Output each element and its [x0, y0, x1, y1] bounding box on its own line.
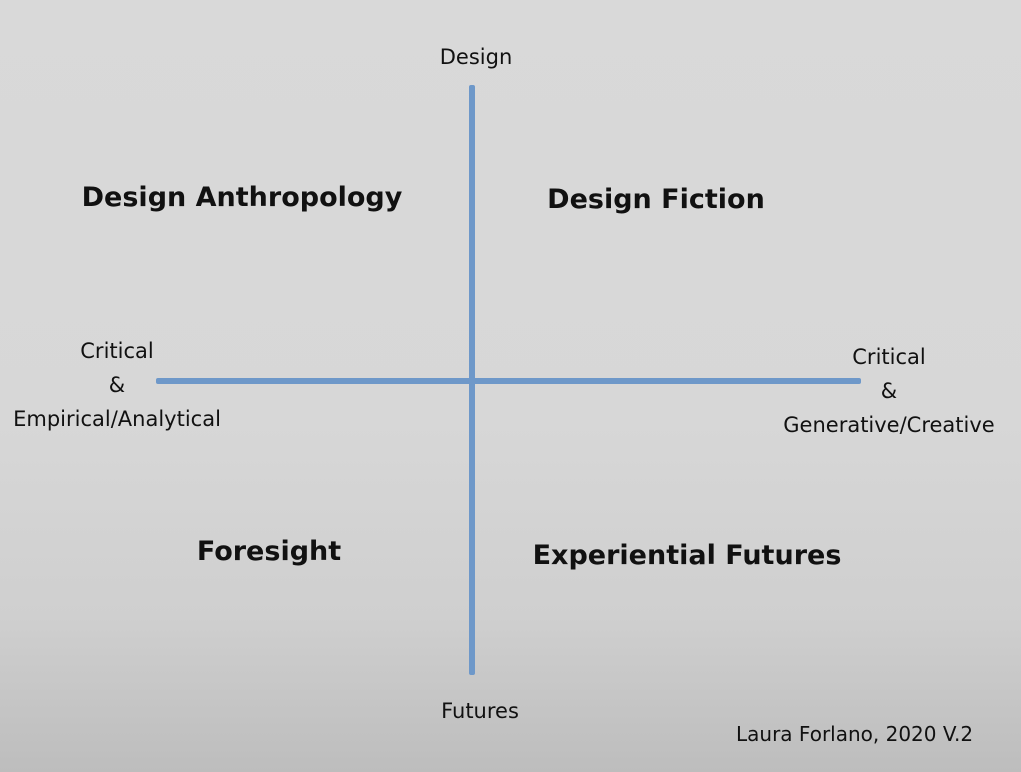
axis-label-left-line-1: Critical: [80, 339, 154, 363]
axis-label-left-line-3: Empirical/Analytical: [13, 407, 221, 431]
axis-label-right: Critical & Generative/Creative: [783, 340, 994, 442]
axis-label-left: Critical & Empirical/Analytical: [13, 334, 221, 436]
quadrant-top-right: Design Fiction: [547, 184, 765, 215]
axis-label-left-line-2: &: [108, 373, 126, 397]
quadrant-bottom-left: Foresight: [196, 536, 342, 567]
credit-label: Laura Forlano, 2020 V.2: [736, 722, 974, 746]
quadrant-top-left: Design Anthropology: [81, 182, 403, 213]
quadrant-bottom-right: Experiential Futures: [532, 540, 842, 571]
horizontal-axis-line: [156, 378, 861, 384]
axis-label-right-line-3: Generative/Creative: [783, 413, 995, 437]
axis-label-right-line-2: &: [880, 379, 898, 403]
axis-label-right-line-1: Critical: [852, 345, 926, 369]
axis-label-bottom: Futures: [441, 699, 519, 723]
axis-label-top: Design: [439, 45, 513, 69]
